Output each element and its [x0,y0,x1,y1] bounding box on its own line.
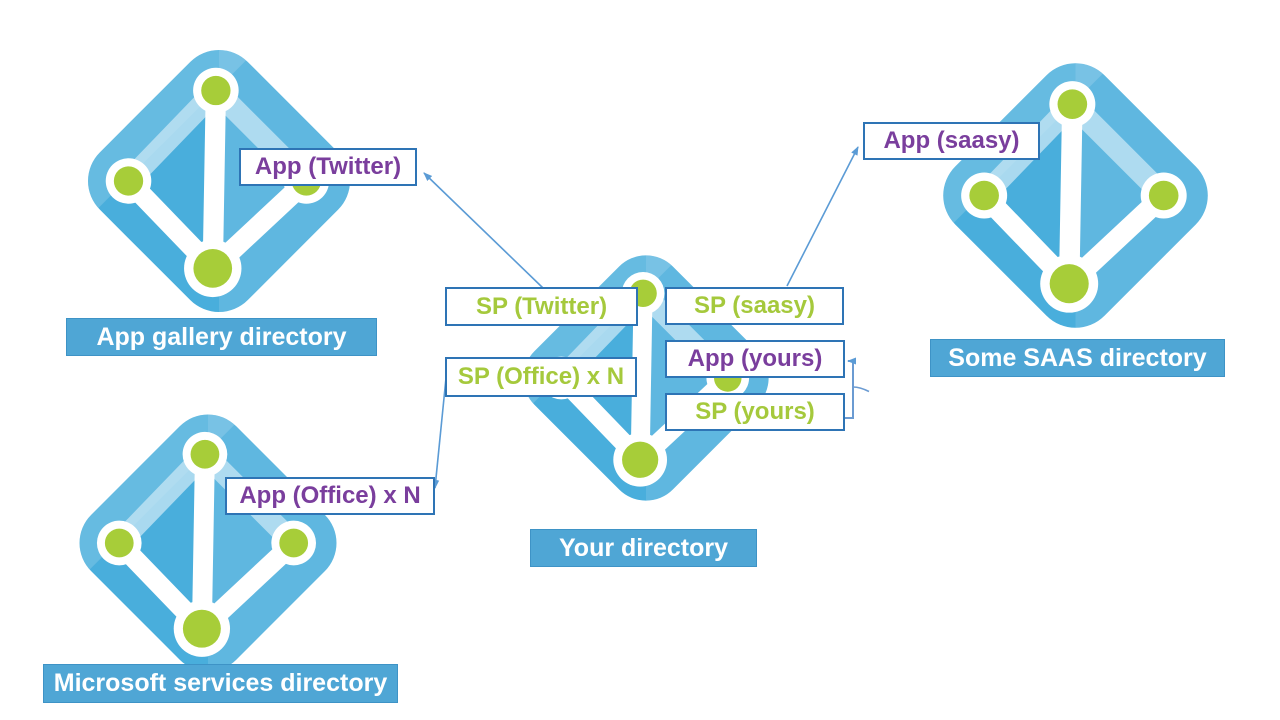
label-app-saasy: App (saasy) [863,122,1040,160]
azure-ad-icon [55,390,361,696]
banner-text: Your directory [558,533,729,562]
label-app-yours: App (yours) [665,340,845,378]
label-text: SP (yours) [695,398,815,425]
azure-ad-icon [918,38,1233,353]
label-text: App (saasy) [883,127,1020,154]
banner-microsoft-services-directory: Microsoft services directory [43,664,398,703]
banner-text: Microsoft services directory [53,669,388,697]
label-sp-twitter: SP (Twitter) [445,287,638,326]
label-app-office-x-n: App (Office) x N [225,477,435,515]
label-text: SP (Office) x N [457,363,625,390]
label-sp-saasy: SP (saasy) [665,287,844,325]
label-text: App (Twitter) [254,153,402,180]
label-text: SP (saasy) [694,292,815,319]
banner-app-gallery-directory: App gallery directory [66,318,377,356]
directory-icon-microsoft-services [55,390,361,696]
label-text: App (Office) x N [239,482,421,509]
label-text: App (yours) [687,345,823,372]
directory-icon-some-saas [918,38,1233,353]
label-sp-office-x-n: SP (Office) x N [445,357,637,397]
banner-text: Some SAAS directory [948,343,1207,372]
label-text: SP (Twitter) [475,292,608,320]
label-app-twitter: App (Twitter) [239,148,417,186]
label-sp-yours: SP (yours) [665,393,845,431]
banner-your-directory: Your directory [530,529,757,567]
connector-sp-saasy-to-app-saasy [786,146,859,287]
connector-brace-tick [852,386,870,393]
connector-sp-yours-to-app-yours [845,357,856,419]
banner-some-saas-directory: Some SAAS directory [930,339,1225,377]
banner-text: App gallery directory [96,322,347,351]
